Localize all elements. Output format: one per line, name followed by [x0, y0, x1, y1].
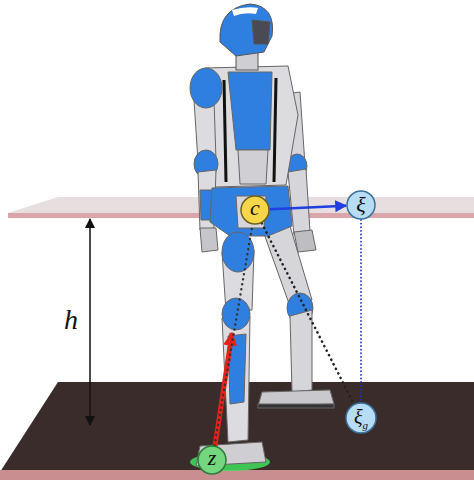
- dotted-projection: [360, 220, 362, 402]
- point-symbol: ξ: [354, 407, 363, 427]
- height-dimension-part: [89, 219, 91, 425]
- front-arm-part: [190, 68, 222, 108]
- pelvis: [210, 186, 292, 236]
- dotted-leader: [262, 223, 354, 403]
- back-leg-part: [258, 404, 334, 408]
- point-symbol: c: [250, 197, 260, 219]
- dcm-point: ξ: [346, 190, 376, 220]
- back-leg-part: [290, 310, 312, 392]
- torso-part: [274, 78, 276, 182]
- pelvis-part: [210, 186, 292, 236]
- com-point: c: [240, 195, 270, 225]
- force-arrow-part: [215, 333, 232, 446]
- ground-floor-part: [0, 470, 474, 480]
- back-leg: [258, 226, 334, 408]
- height-label: h: [64, 306, 78, 334]
- torso-part: [228, 72, 272, 150]
- head-part: [232, 7, 258, 16]
- point-symbol: ξ: [356, 194, 365, 216]
- zmp-point: z: [197, 445, 227, 475]
- front-leg: [222, 232, 254, 442]
- dcm-offset-arrow: [270, 206, 346, 210]
- circle-fill: [198, 446, 226, 474]
- subscript: g: [363, 420, 369, 431]
- circle-fill: [347, 191, 375, 219]
- torso-part: [238, 150, 268, 184]
- torso-part: [224, 80, 226, 182]
- front-arm-part: [200, 228, 218, 252]
- circle-fill: [346, 403, 376, 433]
- head: [220, 4, 273, 70]
- height-dimension: [90, 219, 91, 425]
- back-arm-part: [294, 230, 316, 252]
- dcm-ground-point: ξg: [345, 402, 377, 434]
- front-leg-part: [222, 232, 254, 272]
- circle-fill: [241, 196, 269, 224]
- front-leg-part: [222, 298, 250, 330]
- point-symbol: z: [208, 447, 217, 469]
- head-part: [252, 20, 270, 44]
- force-arrow: [215, 333, 232, 446]
- head-part: [220, 4, 273, 56]
- dotted-leader: [215, 225, 253, 445]
